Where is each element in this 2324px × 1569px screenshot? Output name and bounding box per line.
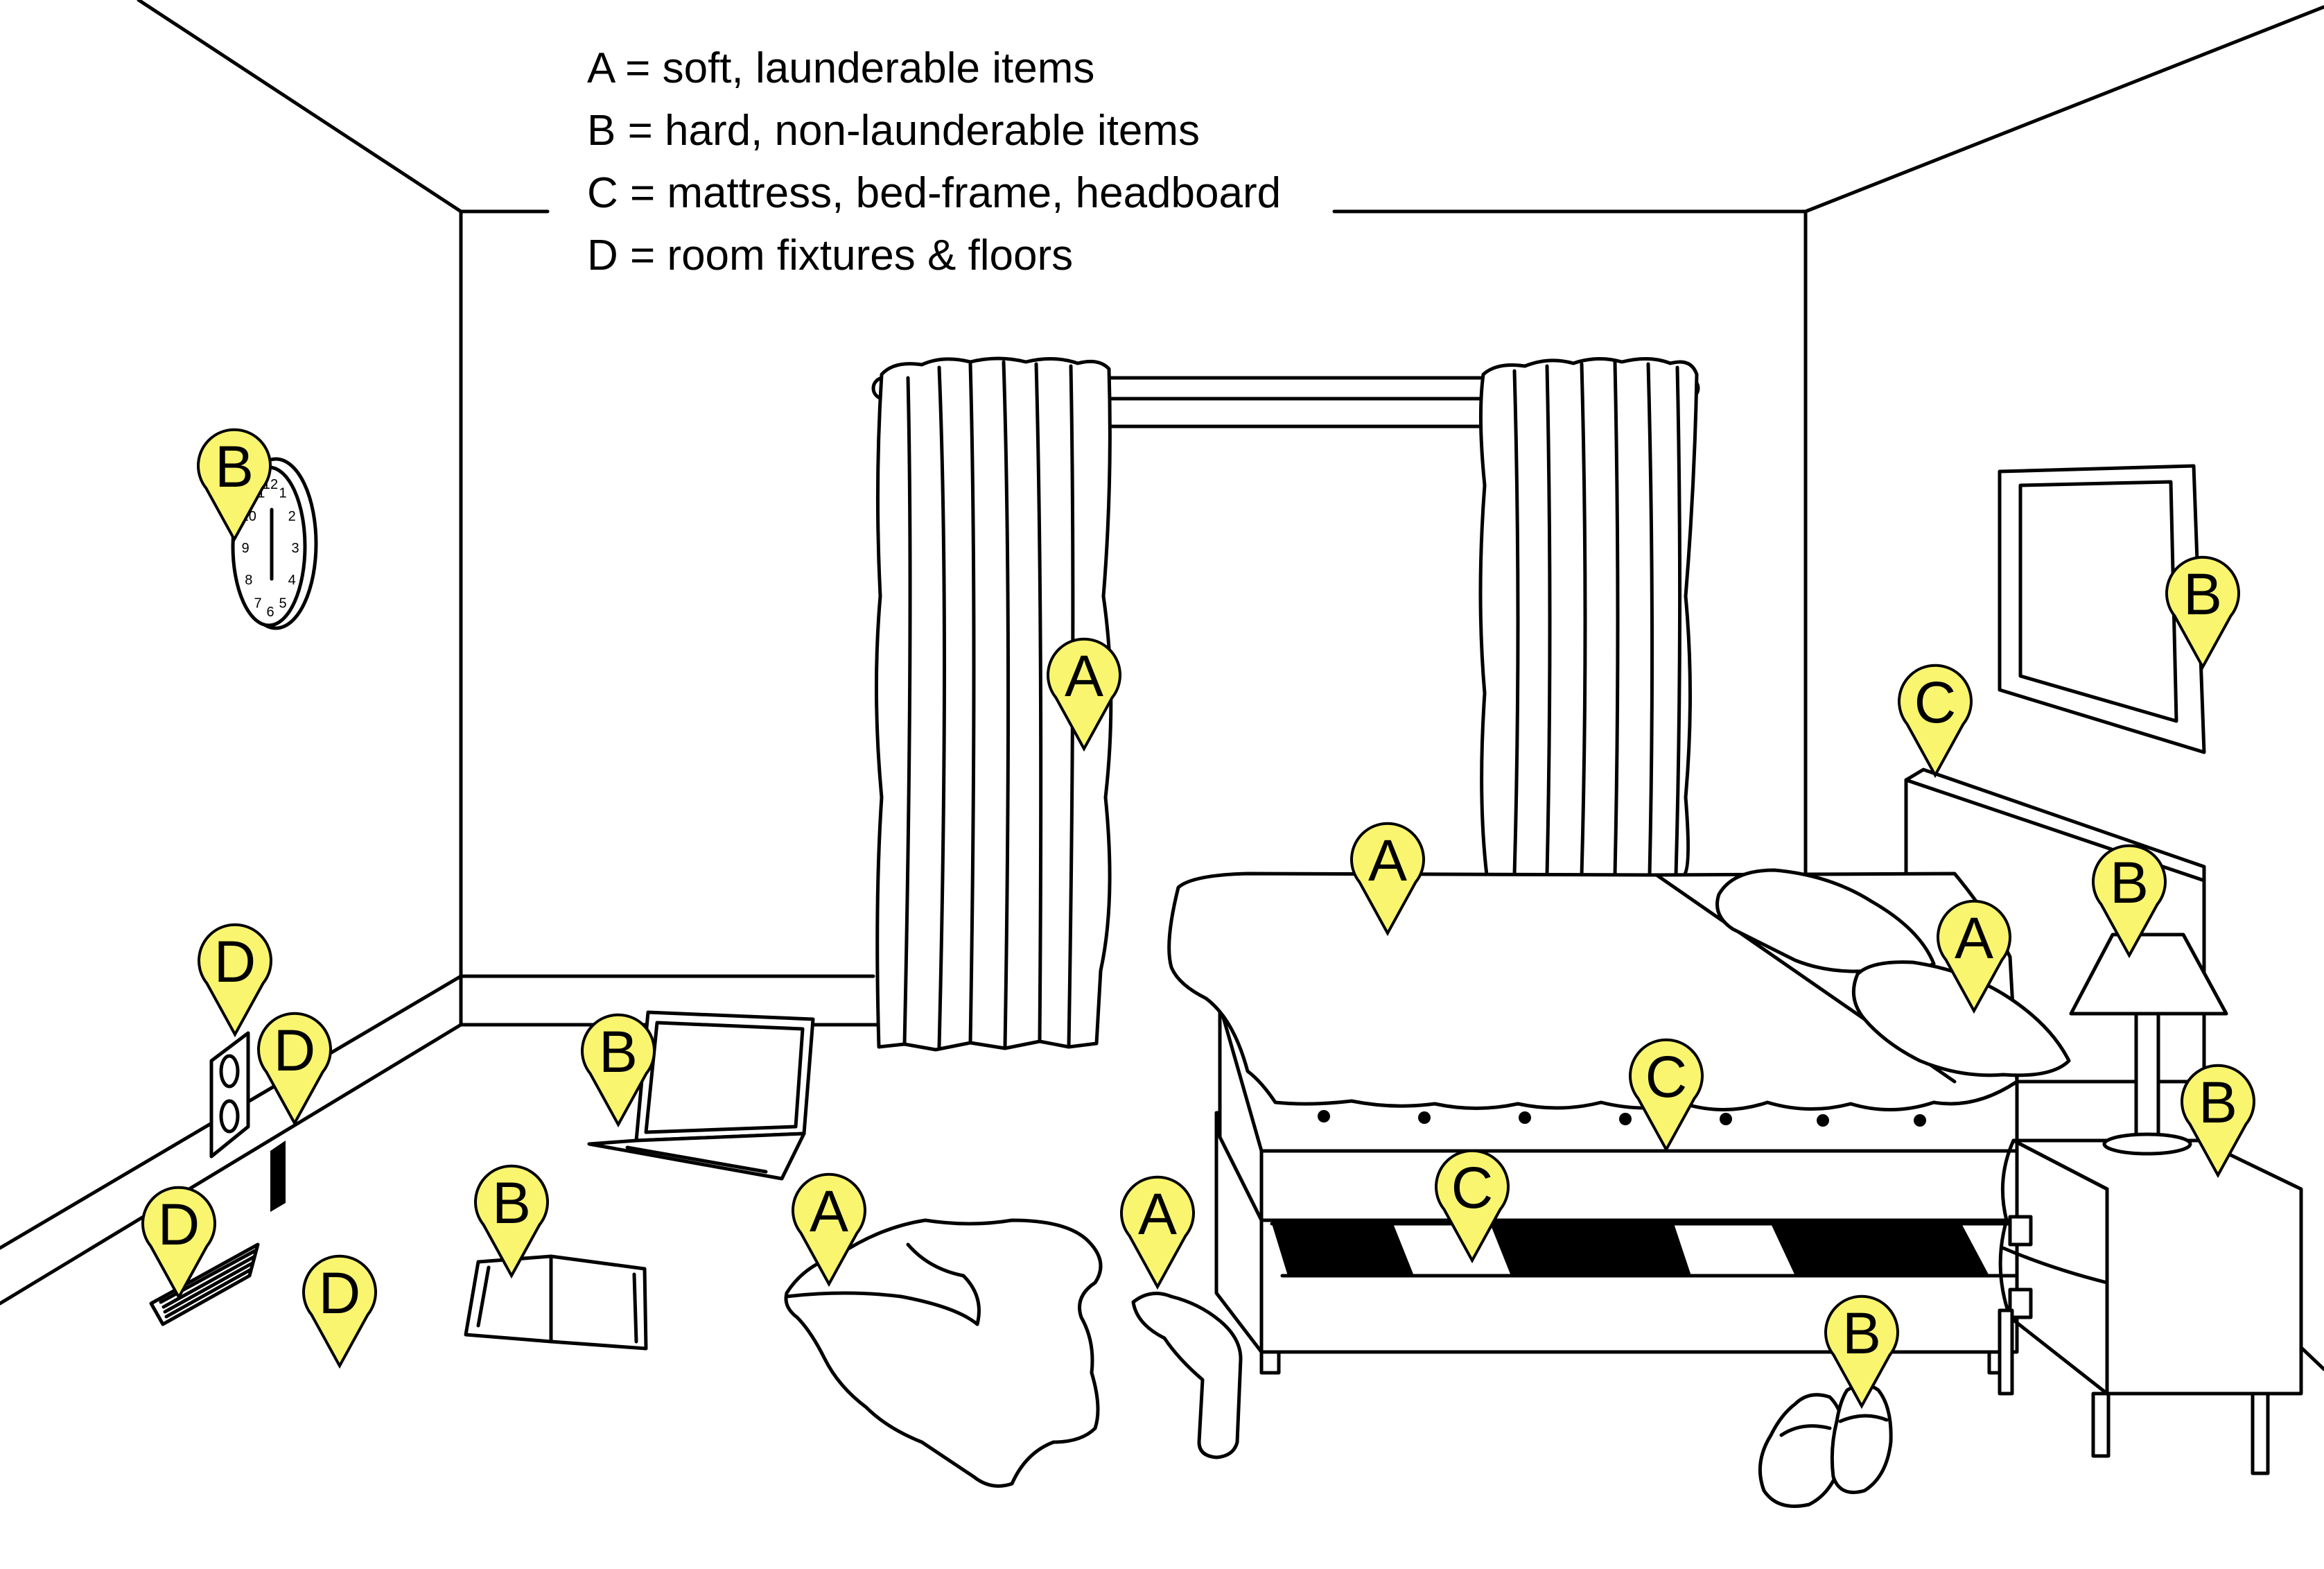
marker-label: C xyxy=(1451,1155,1494,1220)
marker-label: A xyxy=(810,1179,848,1244)
marker-floor: D xyxy=(304,1256,376,1366)
clock-numeral: 1 xyxy=(279,485,286,501)
clock-numeral: 2 xyxy=(288,509,296,524)
marker-headboard: C xyxy=(1899,666,1971,775)
marker-label: B xyxy=(1842,1301,1881,1366)
clock-numeral: 7 xyxy=(254,596,261,612)
marker-label: A xyxy=(1138,1181,1177,1247)
marker-label: B xyxy=(492,1170,531,1236)
marker-label: B xyxy=(599,1019,638,1084)
marker-label: D xyxy=(274,1018,316,1083)
clock-numeral: 8 xyxy=(245,573,252,588)
marker-label: B xyxy=(2199,1070,2237,1135)
marker-label: A xyxy=(1955,905,1993,971)
marker-sock: A xyxy=(1121,1177,1194,1287)
sock xyxy=(1133,1294,1241,1458)
book xyxy=(466,1256,646,1349)
marker-label: A xyxy=(1065,643,1103,709)
marker-label: B xyxy=(2183,562,2222,627)
slippers xyxy=(1760,1385,1891,1507)
marker-baseboard-crack: D xyxy=(259,1014,331,1123)
marker-label: D xyxy=(319,1260,361,1326)
marker-label: C xyxy=(1914,670,1957,735)
marker-wall-outlet: D xyxy=(199,925,271,1034)
clock-numeral: 6 xyxy=(266,605,274,620)
bed xyxy=(1169,870,2069,1373)
legend: A = soft, launderable items B = hard, no… xyxy=(587,44,1281,279)
clock-numeral: 4 xyxy=(288,573,296,588)
marker-label: C xyxy=(1645,1044,1688,1109)
marker-label: A xyxy=(1368,828,1407,893)
marker-slippers: B xyxy=(1826,1297,1898,1406)
baseboard-crack xyxy=(270,1141,286,1212)
wall-outlet xyxy=(211,1033,248,1156)
marker-label: D xyxy=(158,1192,200,1257)
legend-item-d: D = room fixtures & floors xyxy=(587,232,1073,279)
legend-item-c: C = mattress, bed-frame, headboard xyxy=(587,169,1281,217)
nightstand xyxy=(2000,1141,2301,1473)
right-curtain xyxy=(1480,358,1697,875)
marker-label: B xyxy=(215,434,254,499)
clock-numeral: 9 xyxy=(241,541,249,556)
clock-numeral: 5 xyxy=(279,596,286,612)
marker-label: D xyxy=(214,929,256,994)
clock-numeral: 3 xyxy=(291,541,299,556)
legend-item-b: B = hard, non-launderable items xyxy=(587,107,1200,155)
legend-item-a: A = soft, launderable items xyxy=(587,44,1094,92)
marker-label: B xyxy=(2110,850,2149,915)
